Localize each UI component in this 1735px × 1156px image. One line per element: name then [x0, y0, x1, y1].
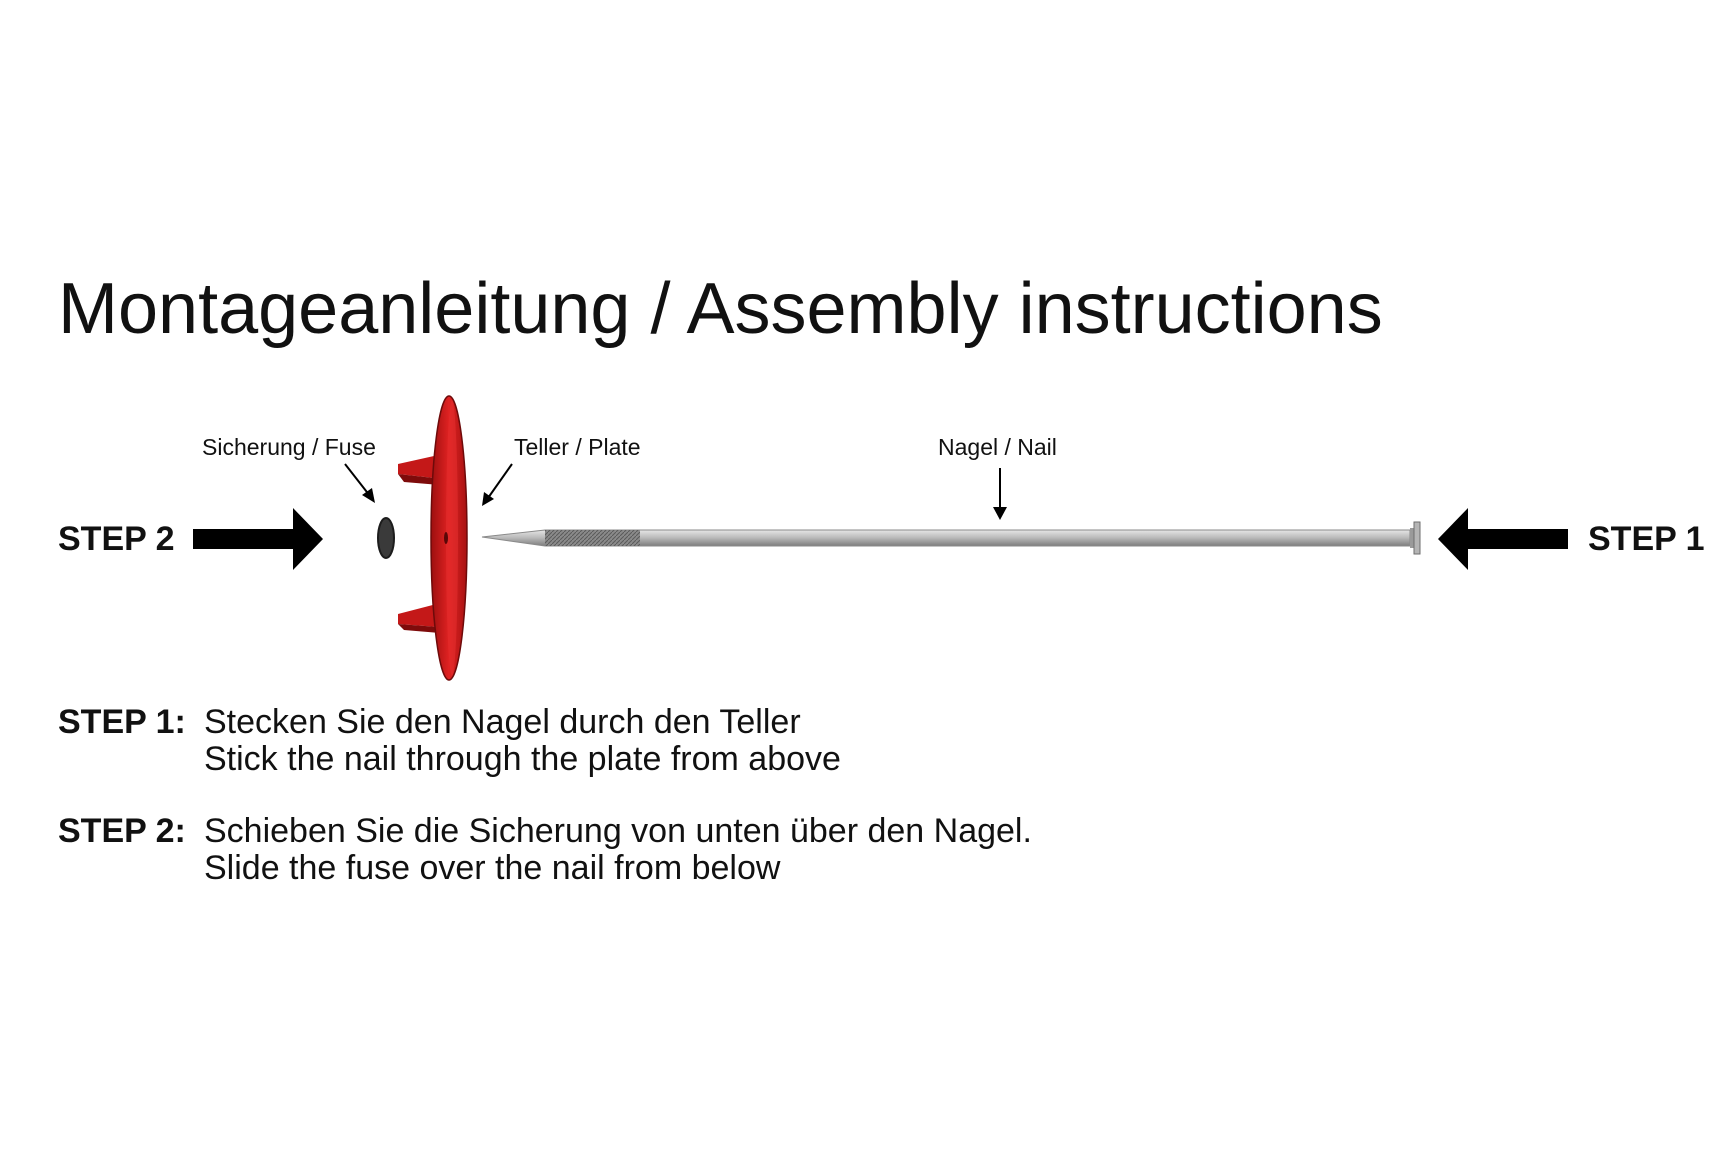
step-1-line-en: Stick the nail through the plate from ab… — [204, 740, 841, 778]
fuse-pointer-icon — [344, 463, 375, 503]
step-1-line-de: Stecken Sie den Nagel durch den Teller — [204, 703, 801, 741]
plate-icon — [398, 395, 468, 681]
step2-arrow-label: STEP 2 — [58, 520, 175, 558]
nail-icon — [481, 521, 1421, 555]
step2-arrow-icon — [193, 508, 323, 570]
nail-label: Nagel / Nail — [938, 434, 1057, 460]
step-1-heading: STEP 1: — [58, 703, 186, 741]
fuse-icon — [377, 517, 395, 559]
page-title: Montageanleitung / Assembly instructions — [58, 269, 1383, 349]
step-1-text: Stecken Sie den Nagel durch den Teller S… — [204, 704, 841, 778]
step-2-line-de: Schieben Sie die Sicherung von unten übe… — [204, 812, 1032, 850]
step-2-line-en: Slide the fuse over the nail from below — [204, 849, 781, 887]
nail-pointer-icon — [993, 468, 1007, 520]
step1-arrow-icon — [1438, 508, 1568, 570]
plate-label: Teller / Plate — [514, 434, 641, 460]
step-2-heading: STEP 2: — [58, 812, 186, 850]
plate-pointer-icon — [482, 463, 513, 506]
step1-arrow-label: STEP 1 — [1588, 520, 1705, 558]
step-2-text: Schieben Sie die Sicherung von unten übe… — [204, 813, 1032, 887]
fuse-label: Sicherung / Fuse — [202, 434, 376, 460]
